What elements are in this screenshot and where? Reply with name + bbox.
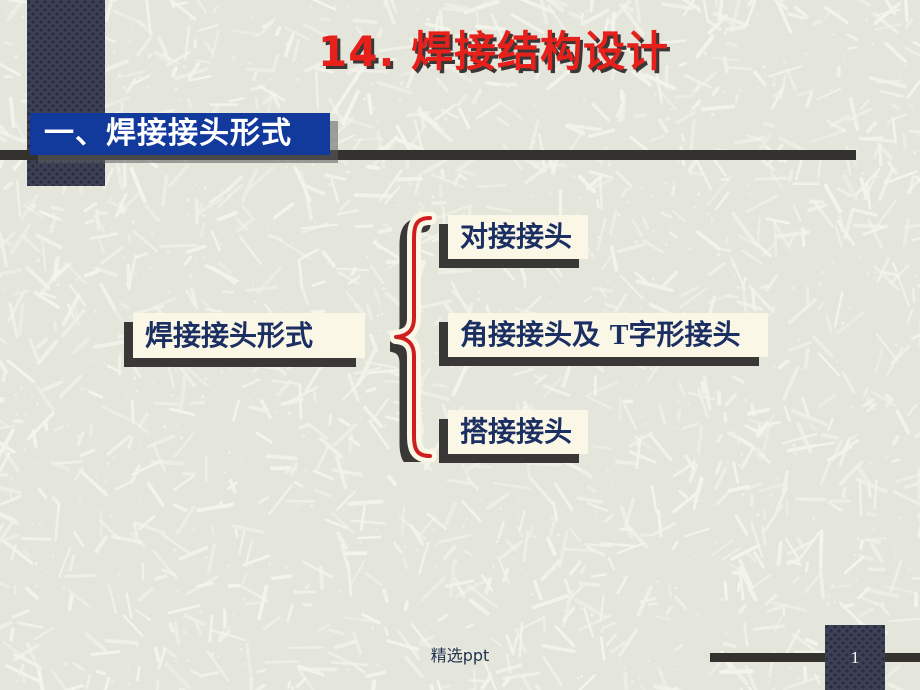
curly-brace-icon: [390, 212, 446, 462]
diagram-item-label-0: 对接接头: [460, 220, 573, 253]
diagram-item-label-1-post: 字形接头: [628, 317, 741, 351]
diagram-root-box: 焊接接头形式: [124, 313, 365, 367]
diagram-item-label-1-latin: T: [609, 319, 629, 351]
footer-divider-rule: [710, 653, 920, 662]
diagram-root-label: 焊接接头形式: [145, 318, 314, 352]
diagram-item-box-2: 搭接接头: [439, 410, 588, 463]
diagram-item-label-1-pre: 角接接头及: [460, 317, 610, 351]
page-title: 14. 焊接结构设计: [318, 27, 670, 76]
diagram-item-label-2: 搭接接头: [460, 415, 573, 448]
footer-watermark: 精选ppt: [430, 646, 490, 665]
header-divider-rule: [0, 150, 856, 160]
page-number-block: 1: [825, 625, 885, 690]
diagram-item-box-0: 对接接头: [439, 215, 588, 268]
section-header-label: 一、焊接接头形式: [44, 116, 292, 151]
diagram-item-label-1: 角接接头及 T字形接头: [448, 317, 741, 351]
diagram-item-box-1: 角接接头及 T字形接头: [439, 313, 768, 366]
section-header-bar: 一、焊接接头形式: [30, 113, 330, 155]
page-number: 1: [850, 648, 860, 667]
